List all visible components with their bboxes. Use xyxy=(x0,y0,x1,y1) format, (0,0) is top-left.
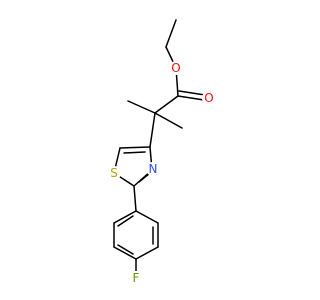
bond-phenyl-1 xyxy=(135,210,159,224)
bond-methyl-right xyxy=(154,112,183,129)
bond-thiazole-c4-c5 xyxy=(119,146,151,149)
thiazole-nitrogen-label: N xyxy=(149,162,158,176)
carbonyl-oxygen-label: O xyxy=(204,91,213,105)
bond-phenyl-3 xyxy=(135,246,159,260)
bond-carbonyl-double-1 xyxy=(177,95,205,101)
chemical-structure: O O S N F xyxy=(107,19,216,285)
bond-ethyl-ch3-ch2 xyxy=(165,19,177,48)
bond-carbonyl-to-quaternary xyxy=(154,95,179,114)
atom-labels: O O S N F xyxy=(107,61,216,285)
bond-thiazole-c2-n-inner xyxy=(138,172,151,183)
fluorine-atom: F xyxy=(129,271,143,285)
ether-oxygen-label: O xyxy=(171,61,180,75)
thiazole-nitrogen-atom: N xyxy=(146,162,160,176)
bond-phenyl-inner-b xyxy=(117,244,134,255)
bond-thiazole-c4-c5-inner xyxy=(123,151,146,154)
bond-quaternary-to-thiazole xyxy=(149,112,156,148)
bond-layer xyxy=(113,19,206,273)
carbonyl-oxygen-atom: O xyxy=(202,91,216,105)
bond-phenyl-4 xyxy=(113,246,137,260)
ether-oxygen-atom: O xyxy=(169,61,183,75)
bond-carbonyl-double-2 xyxy=(178,90,206,96)
bond-phenyl-6 xyxy=(113,210,137,224)
thiazole-sulfur-label: S xyxy=(110,166,118,180)
thiazole-sulfur-atom: S xyxy=(107,166,121,180)
bond-phenyl-inner-c xyxy=(117,215,134,227)
fluorine-label: F xyxy=(133,271,140,285)
bond-methyl-left xyxy=(127,100,156,114)
bond-thiazole-to-phenyl xyxy=(133,185,137,212)
